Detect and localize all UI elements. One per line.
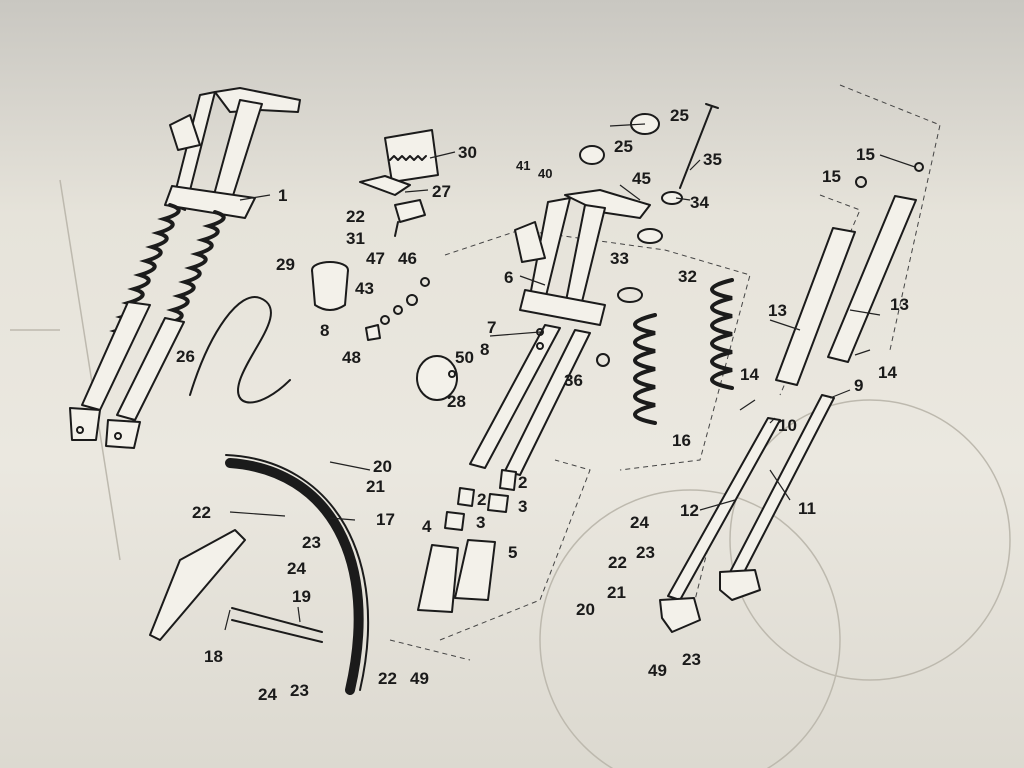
label-36: 36 [564, 371, 583, 390]
label-15a: 15 [856, 145, 875, 164]
label-6: 6 [504, 268, 513, 287]
label-21b: 21 [607, 583, 626, 602]
label-48: 48 [342, 348, 361, 367]
label-3b: 3 [476, 513, 485, 532]
label-13b: 13 [890, 295, 909, 314]
headlamp-bracket-parts [359, 129, 439, 237]
label-2a: 2 [518, 473, 527, 492]
label-23a: 23 [302, 533, 321, 552]
label-35: 35 [703, 150, 722, 169]
label-45: 45 [632, 169, 651, 188]
callout-labels: 1 30 27 22 31 29 47 46 43 8 48 26 50 28 … [176, 106, 909, 704]
label-22d: 22 [608, 553, 627, 572]
label-21a: 21 [366, 477, 385, 496]
label-49a: 49 [410, 669, 429, 688]
label-47: 47 [366, 249, 385, 268]
label-4: 4 [422, 517, 432, 536]
speedometer-cable [189, 295, 291, 404]
label-7: 7 [487, 318, 496, 337]
label-14b: 14 [878, 363, 897, 382]
label-32: 32 [678, 267, 697, 286]
label-23c: 23 [636, 543, 655, 562]
label-10: 10 [778, 416, 797, 435]
label-22: 22 [346, 207, 365, 226]
label-17: 17 [376, 510, 395, 529]
label-29: 29 [276, 255, 295, 274]
label-18: 18 [204, 647, 223, 666]
label-27: 27 [432, 182, 451, 201]
label-3a: 3 [518, 497, 527, 516]
label-26: 26 [176, 347, 195, 366]
label-16: 16 [672, 431, 691, 450]
label-22b: 22 [192, 503, 211, 522]
label-13a: 13 [768, 301, 787, 320]
label-1: 1 [278, 186, 287, 205]
label-41: 41 [516, 158, 530, 173]
label-8b: 8 [480, 340, 489, 359]
label-24b: 24 [258, 685, 277, 704]
label-8: 8 [320, 321, 329, 340]
label-20b: 20 [576, 600, 595, 619]
label-46: 46 [398, 249, 417, 268]
background-ghost-drawing [10, 179, 1011, 768]
label-33: 33 [610, 249, 629, 268]
label-24c: 24 [630, 513, 649, 532]
label-23b: 23 [290, 681, 309, 700]
top-caps-and-bolt [579, 103, 719, 205]
speedometer-parts [311, 261, 430, 341]
label-43: 43 [355, 279, 374, 298]
label-25a: 25 [670, 106, 689, 125]
label-22c: 22 [378, 669, 397, 688]
label-24a: 24 [287, 559, 306, 578]
label-5: 5 [508, 543, 517, 562]
label-12: 12 [680, 501, 699, 520]
mudguard-and-stays [149, 454, 369, 695]
label-34: 34 [690, 193, 709, 212]
fork-yoke-and-stanchions [469, 189, 651, 476]
label-30: 30 [458, 143, 477, 162]
damper-tubes [659, 162, 924, 633]
label-20a: 20 [373, 457, 392, 476]
fork-springs [596, 228, 734, 425]
label-11: 11 [798, 499, 816, 518]
label-25b: 25 [614, 137, 633, 156]
label-15b: 15 [822, 167, 841, 186]
label-31: 31 [346, 229, 365, 248]
leader-lines [224, 123, 916, 631]
cap-disc [416, 355, 458, 401]
label-23d: 23 [682, 650, 701, 669]
label-9: 9 [854, 376, 863, 395]
label-19: 19 [292, 587, 311, 606]
assembled-fork [69, 87, 301, 449]
label-14a: 14 [740, 365, 759, 384]
label-28: 28 [447, 392, 466, 411]
label-49b: 49 [648, 661, 667, 680]
fork-seals-and-bushes [417, 469, 517, 613]
label-40: 40 [538, 166, 552, 181]
label-2b: 2 [477, 490, 486, 509]
label-50: 50 [455, 348, 474, 367]
